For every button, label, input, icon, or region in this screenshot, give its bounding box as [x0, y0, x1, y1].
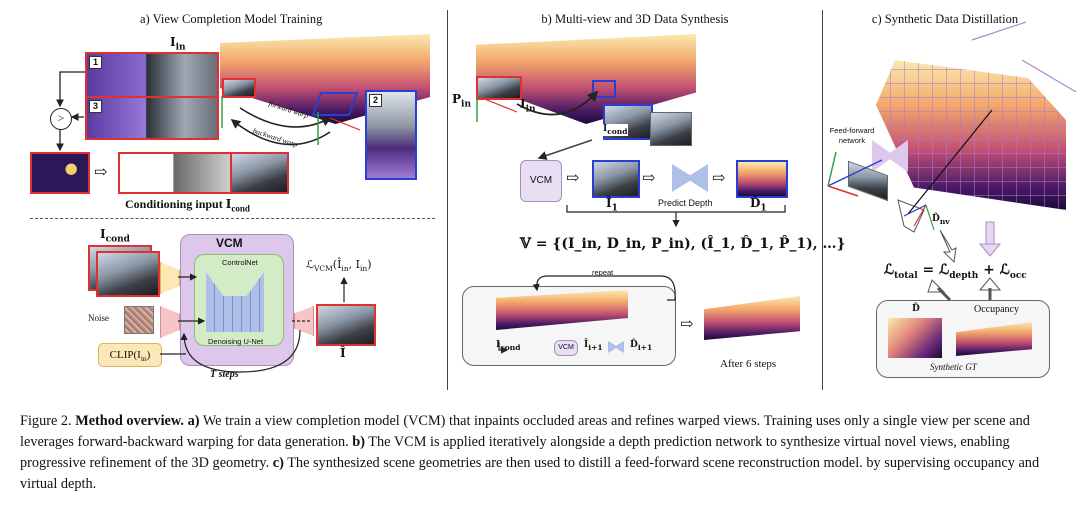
- caption-c-text: The synthesized scene geometries are the…: [20, 455, 1040, 492]
- synthetic-gt-label: Synthetic GT: [930, 362, 977, 372]
- bowtie-network-icon: [608, 341, 624, 353]
- vcm-loss-label: ℒVCM(Îin, Iin): [306, 258, 372, 274]
- b-i-in-label: Iin: [520, 97, 536, 115]
- b-cond-2: [650, 112, 692, 146]
- repeat-label: repeat: [592, 268, 614, 277]
- panel-b-title: b) Multi-view and 3D Data Synthesis: [541, 12, 729, 26]
- panel-a-connectors: [56, 71, 361, 373]
- i-in-label: Iin: [170, 35, 186, 53]
- output-view: [316, 304, 376, 346]
- clip-input-box: CLIP(Iin): [98, 343, 162, 367]
- caption-b-text: The VCM is applied iteratively alongside…: [20, 434, 1010, 471]
- conditioning-mask-view: [118, 152, 232, 194]
- feed-forward-label: Feed-forward: [829, 126, 875, 135]
- t-steps-label: T steps: [210, 369, 239, 380]
- total-loss-formula: ℒtotal = ℒdepth + ℒocc: [884, 262, 1027, 281]
- noise-label: Noise: [88, 313, 109, 323]
- after-steps-label: After 6 steps: [720, 358, 777, 370]
- panel-c-title: c) Synthetic Data Distillation: [871, 12, 1019, 26]
- hollow-arrow-icon: ⇨: [94, 164, 108, 181]
- panel-c-connectors: [827, 21, 1077, 302]
- camera-view-red: [222, 78, 256, 98]
- denoising-unet-label: Denoising U-Net: [208, 337, 264, 346]
- b-loop-d-hat: D̂i+1: [630, 340, 653, 352]
- network-label: network: [838, 136, 866, 145]
- b-loop-i-cond: Icond: [496, 340, 521, 352]
- hollow-arrow-icon: ⇨: [566, 170, 580, 187]
- warped-view-1: 1: [85, 52, 219, 98]
- warped-view-2: 2: [365, 90, 417, 180]
- mask-image: [30, 152, 90, 194]
- panel-a-title: a) View Completion Model Training: [140, 12, 323, 26]
- p-in-label: Pin: [452, 92, 471, 110]
- figure-caption: Figure 2. Method overview. a) We train a…: [20, 411, 1065, 495]
- hollow-arrow-icon: ⇨: [642, 170, 656, 187]
- view-number-tag: 1: [89, 56, 102, 69]
- caption-b-label: b): [352, 434, 365, 450]
- view-number-tag: 2: [369, 94, 382, 107]
- vcm-title: VCM: [216, 236, 243, 250]
- hollow-arrow-icon: ⇨: [680, 316, 694, 333]
- b-input-camera: [476, 76, 522, 100]
- view-number-tag: 3: [89, 100, 102, 113]
- b-d-hat-1-label: D̂1: [750, 196, 767, 214]
- cond-stack-2: [96, 251, 160, 297]
- panel-b-connectors: [476, 90, 786, 354]
- b-vcm-block: VCM: [520, 160, 562, 202]
- separator-ab: [447, 10, 448, 390]
- caption-figure-number: Figure 2.: [20, 413, 72, 429]
- conditioning-input-label: Conditioning input Icond: [125, 197, 250, 214]
- c-depth-gt-image: [888, 318, 942, 358]
- b-d-hat-1-image: [736, 160, 788, 198]
- hollow-arrow-icon: ⇨: [712, 170, 726, 187]
- separator-bc: [822, 10, 823, 390]
- i-hat-label: Î: [340, 346, 346, 360]
- i-cond-label: Icond: [100, 227, 130, 245]
- noise-image: [124, 306, 154, 334]
- predict-depth-label: Predict Depth: [658, 198, 713, 208]
- d-nv-label: D̂nv: [932, 214, 950, 226]
- caption-bold-title: Method overview.: [75, 413, 184, 429]
- caption-a-label: a): [187, 413, 200, 429]
- b-i-hat-1-label: Î1: [606, 196, 618, 214]
- c-d-hat-label: D̂: [912, 304, 920, 314]
- warped-view-3: 3: [85, 96, 219, 140]
- caption-a-text: We train a view completion model (VCM) t…: [20, 413, 1030, 450]
- occupancy-label: Occupancy: [974, 304, 1019, 315]
- b-i-hat-1-image: [592, 160, 640, 198]
- b-loop-i-hat: Îi+1: [584, 340, 603, 352]
- b-novel-camera: [592, 80, 616, 98]
- caption-c-label: c): [272, 455, 284, 471]
- b-i-cond-label: Icond: [603, 124, 628, 136]
- conditioning-rgb-view: [230, 152, 289, 194]
- b-loop-vcm: VCM: [554, 340, 578, 356]
- synthesized-set-formula: 𝕍 = {(I_in, D_in, P_in), (Î_1, D̂_1, P̂_…: [520, 236, 846, 252]
- separator-a-dashed: [30, 218, 435, 219]
- controlnet-label: ControlNet: [222, 258, 258, 267]
